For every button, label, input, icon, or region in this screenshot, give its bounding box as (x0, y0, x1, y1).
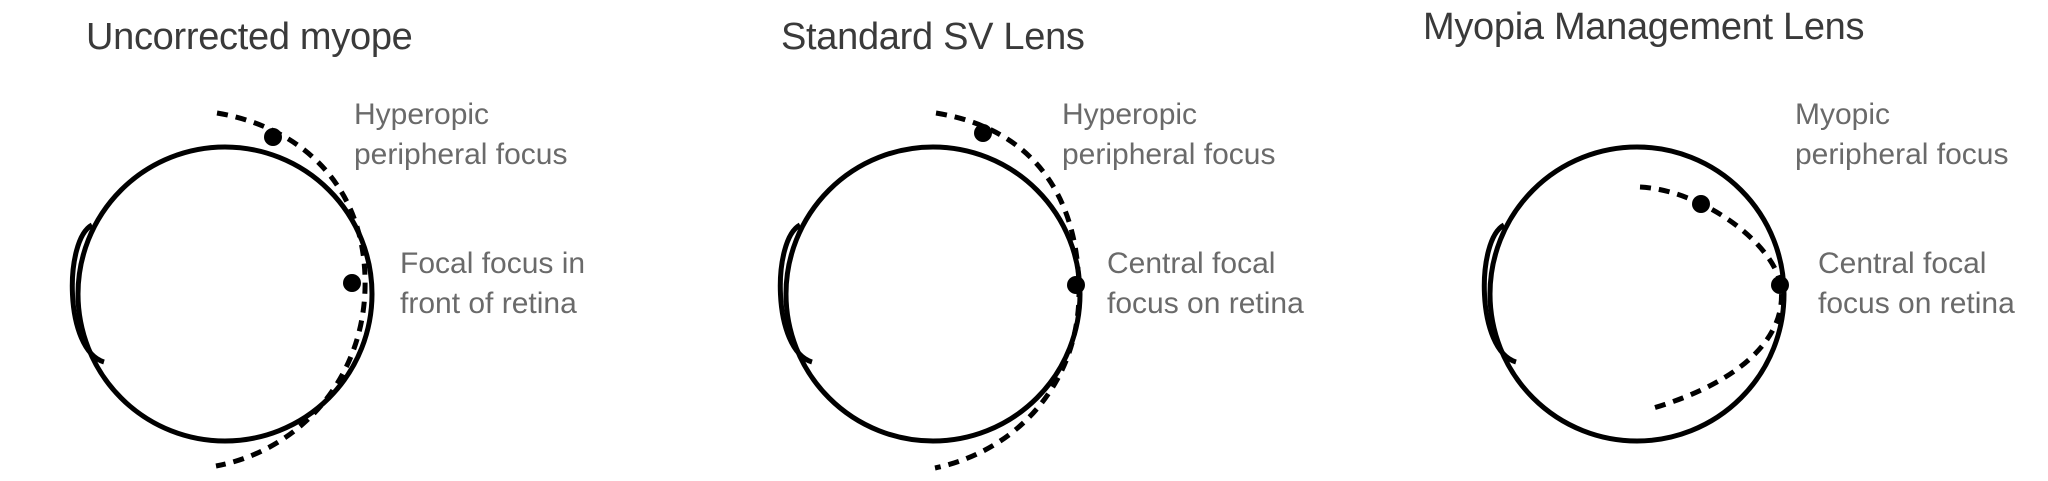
eye-diagram-standard-sv (777, 110, 1085, 471)
eye-diagram-myopia-management (1481, 144, 1789, 444)
peripheral-focus-label: Hyperopic peripheral focus (1062, 95, 1275, 175)
label-line: peripheral focus (1795, 138, 2009, 171)
focal-shell-curve (215, 110, 368, 469)
central-focus-point (343, 274, 361, 292)
label-line: Hyperopic (354, 98, 490, 131)
central-focus-label: Focal focus in front of retina (400, 244, 585, 324)
central-focus-point (1771, 276, 1789, 294)
eyeball (783, 144, 1083, 444)
peripheral-focus-point (1692, 195, 1710, 213)
peripheral-focus-point (974, 124, 992, 142)
panel-title-myopia-management: Myopia Management Lens (1423, 6, 1865, 48)
eyeball (75, 144, 375, 444)
panel-title-standard-sv: Standard SV Lens (781, 16, 1085, 58)
label-line: front of retina (400, 287, 577, 320)
central-focus-label: Central focal focus on retina (1107, 244, 1304, 324)
peripheral-focus-label: Myopic peripheral focus (1795, 95, 2008, 175)
label-line: Myopic (1795, 98, 1891, 131)
label-line: peripheral focus (354, 138, 568, 171)
panel-title-uncorrected: Uncorrected myope (86, 16, 413, 58)
label-line: focus on retina (1818, 287, 2015, 320)
eyeball (1487, 144, 1787, 444)
label-line: Focal focus in (400, 247, 586, 280)
label-line: Hyperopic (1062, 98, 1198, 131)
peripheral-focus-point (264, 128, 282, 146)
peripheral-focus-label: Hyperopic peripheral focus (354, 95, 567, 175)
central-focus-point (1067, 276, 1085, 294)
central-focus-label: Central focal focus on retina (1818, 244, 2015, 324)
label-line: focus on retina (1107, 287, 1304, 320)
label-line: Central focal (1818, 247, 1987, 280)
label-line: Central focal (1107, 247, 1276, 280)
eye-diagram-uncorrected (69, 110, 375, 469)
label-line: peripheral focus (1062, 138, 1276, 171)
